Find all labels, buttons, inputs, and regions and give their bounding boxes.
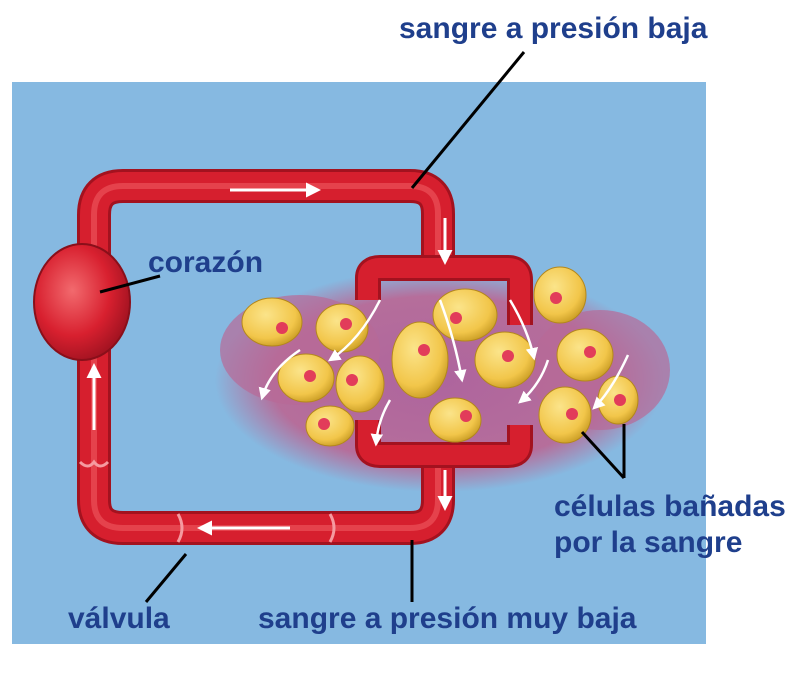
label-very-low-pressure-blood: sangre a presión muy baja xyxy=(258,604,636,634)
cell xyxy=(316,304,368,352)
label-low-pressure-blood: sangre a presión baja xyxy=(399,14,707,44)
cell xyxy=(557,329,613,381)
cell xyxy=(336,356,384,412)
cell xyxy=(392,322,448,398)
cell xyxy=(429,398,481,442)
cell xyxy=(306,406,354,446)
label-bathed-cells: células bañadas por la sangre xyxy=(554,489,800,561)
cell xyxy=(433,289,497,341)
cell xyxy=(598,376,638,424)
cell xyxy=(475,332,535,388)
heart xyxy=(34,244,130,360)
label-heart: corazón xyxy=(148,248,263,278)
cell xyxy=(242,298,302,346)
label-valve: válvula xyxy=(68,604,170,634)
cell xyxy=(534,267,586,323)
